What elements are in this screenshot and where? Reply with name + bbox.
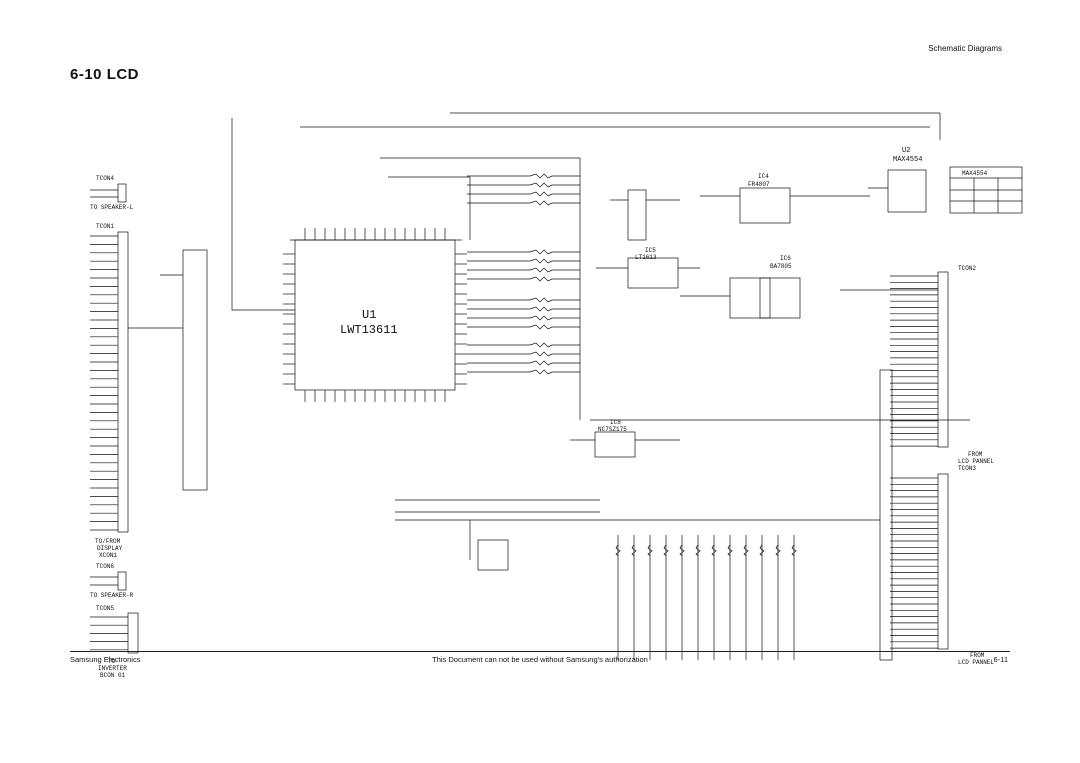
u2-truth-table (949, 166, 1023, 214)
ic8-part-label: NC7SZ175 (598, 426, 627, 433)
u2-block (868, 169, 927, 213)
right-bus (840, 289, 938, 661)
resistor (727, 544, 733, 557)
resistor (529, 342, 553, 348)
resistor (529, 324, 553, 330)
tcon4-label: TCON4 (96, 175, 114, 182)
bottom-wiring (395, 419, 970, 571)
resistor-arrays (467, 173, 580, 375)
resistor (529, 249, 553, 255)
ic5-ref-label: IC5 (645, 247, 656, 254)
resistor (529, 173, 553, 179)
u2-table-title: MAX4554 (962, 170, 988, 177)
tcon2-caption-1: LCD PANNEL (958, 458, 994, 465)
tcon2-label: TCON2 (958, 265, 976, 272)
ic6-part-label: BA7805 (770, 263, 792, 270)
tcon6-label: TCON6 (96, 563, 114, 570)
tcon3-caption-1: LCD PANNEL (958, 659, 994, 666)
resistor (695, 544, 701, 557)
resistor (529, 297, 553, 303)
ic5-block (596, 257, 700, 289)
ic4-ref-label: IC4 (758, 173, 769, 180)
resistor (663, 544, 669, 557)
tcon4-caption: TO SPEAKER-L (90, 204, 134, 211)
ic4-part-label: FR4807 (748, 181, 770, 188)
resistor (615, 544, 621, 557)
tcon5-caption-2: BCON 01 (100, 672, 126, 679)
footer-notice: This Document can not be used without Sa… (432, 655, 648, 664)
tcon1-label: TCON1 (96, 223, 114, 230)
tcon3-caption-0: FROM (970, 652, 985, 659)
resistor (529, 258, 553, 264)
resistor (679, 544, 685, 557)
resistor (759, 544, 765, 557)
connector-tcon2 (890, 271, 949, 448)
footer-company: Samsung Electronics (70, 655, 141, 664)
resistor (529, 369, 553, 375)
ic6-block (680, 277, 801, 319)
connector-tcon4 (90, 183, 127, 203)
bottom-resistor-row (615, 535, 797, 660)
ic5-part-label: LT1613 (635, 254, 657, 261)
u2-part-label: MAX4554 (893, 156, 922, 164)
tcon5-caption-1: INVERTER (98, 665, 127, 672)
resistor (529, 351, 553, 357)
resistor (791, 544, 797, 557)
resistor (631, 544, 637, 557)
tcon5-label: TCON5 (96, 605, 114, 612)
resistor (529, 267, 553, 273)
connector-tcon3 (890, 473, 949, 650)
footer-page-number: 6-11 (993, 655, 1008, 664)
tcon2-caption-0: FROM (968, 451, 983, 458)
transformer-block (610, 189, 680, 241)
tcon5-caption-0: TO (108, 658, 116, 665)
tcon6-caption: TO SPEAKER-R (90, 592, 134, 599)
footer-divider (70, 651, 1010, 652)
resistor (529, 315, 553, 321)
ic6-ref-label: IC6 (780, 255, 791, 262)
ic8-ref-label: IC8 (610, 419, 621, 426)
top-wiring (231, 112, 941, 420)
u2-ref-label: U2 (902, 147, 910, 155)
left-bus (128, 249, 208, 491)
resistor (529, 360, 553, 366)
main-ic-u1 (283, 228, 467, 402)
u1-ref-label: U1 (362, 308, 376, 322)
resistor (711, 544, 717, 557)
resistor (529, 191, 553, 197)
resistor (647, 544, 653, 557)
tcon1-caption-0: TO/FROM (95, 538, 121, 545)
connector-tcon6 (90, 571, 127, 591)
ic8-block (570, 431, 680, 458)
resistor (529, 276, 553, 282)
ic4-block (700, 187, 870, 224)
resistor (529, 182, 553, 188)
tcon1-caption-1: DISPLAY (97, 545, 123, 552)
resistor (529, 200, 553, 206)
resistor (743, 544, 749, 557)
tcon1-caption-2: XCON1 (99, 552, 117, 559)
resistor (529, 306, 553, 312)
section-header: Schematic Diagrams (928, 44, 1002, 53)
connector-tcon5 (90, 612, 139, 654)
page-title: 6-10 LCD (70, 66, 140, 83)
tcon3-label: TCON3 (958, 465, 976, 472)
connector-tcon1 (90, 231, 129, 533)
u1-part-label: LWT13611 (340, 323, 398, 337)
resistor (775, 544, 781, 557)
